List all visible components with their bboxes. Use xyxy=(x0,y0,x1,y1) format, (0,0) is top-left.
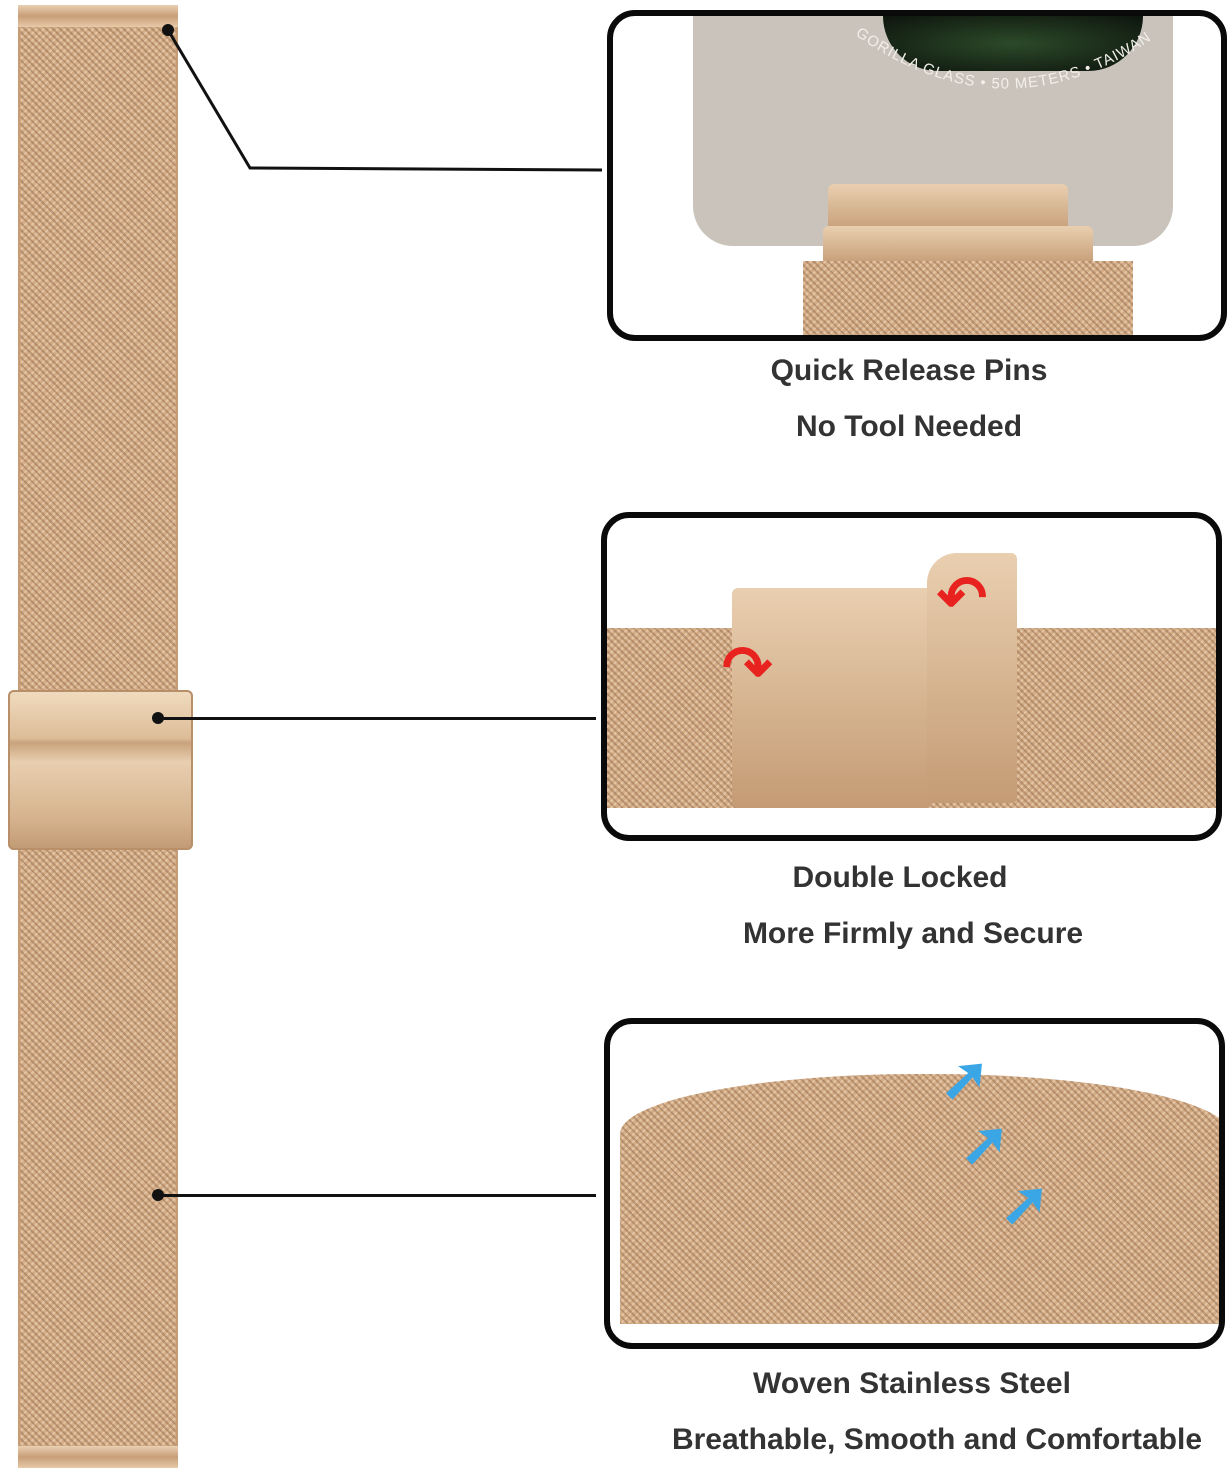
feature-title-2: Double Locked xyxy=(792,861,1008,894)
red-rotate-arrow-icon: ↶ xyxy=(937,564,988,631)
callout-line-buckle xyxy=(160,717,596,720)
panel-double-locked: ↷ ↶ xyxy=(601,512,1222,841)
strap-buckle xyxy=(8,690,193,850)
blue-airflow-arrow-icon: ➚ xyxy=(960,1110,1011,1177)
watch-engraving-text: GORILLA GLASS • 50 METERS • TAIWAN xyxy=(853,24,1154,92)
quick-release-bar xyxy=(828,184,1068,234)
callout-line-pins xyxy=(166,29,603,172)
buckle-lever xyxy=(927,553,1017,803)
callout-dot-mesh xyxy=(152,1189,164,1201)
feature-title-1: Quick Release Pins xyxy=(770,354,1048,387)
strap-end-piece xyxy=(823,226,1093,266)
panel-quick-release-pins: GORILLA GLASS • 50 METERS • TAIWAN xyxy=(607,10,1227,341)
callout-dot-buckle xyxy=(152,712,164,724)
feature-title-3: Woven Stainless Steel xyxy=(753,1367,1071,1400)
watch-case-image: GORILLA GLASS • 50 METERS • TAIWAN xyxy=(693,16,1173,246)
buckle-clasp-image xyxy=(732,588,932,808)
feature-subtitle-2: More Firmly and Secure xyxy=(742,917,1084,950)
feature-subtitle-1: No Tool Needed xyxy=(795,410,1023,443)
strap-top-end xyxy=(18,5,178,27)
mesh-closeup xyxy=(803,261,1133,335)
svg-text:GORILLA GLASS • 50 METERS • TA: GORILLA GLASS • 50 METERS • TAIWAN xyxy=(853,24,1155,92)
woven-mesh-image xyxy=(620,1074,1219,1324)
feature-subtitle-3: Breathable, Smooth and Comfortable xyxy=(671,1423,1203,1456)
strap-bottom-end xyxy=(18,1446,178,1468)
blue-airflow-arrow-icon: ➚ xyxy=(1000,1170,1051,1237)
blue-airflow-arrow-icon: ➚ xyxy=(940,1045,991,1112)
watch-engraving: GORILLA GLASS • 50 METERS • TAIWAN xyxy=(853,24,1155,92)
watch-sensor xyxy=(883,16,1143,71)
red-rotate-arrow-icon: ↷ xyxy=(722,634,773,701)
panel-woven-steel: ➚ ➚ ➚ xyxy=(604,1018,1225,1349)
callout-line-mesh xyxy=(160,1194,596,1197)
